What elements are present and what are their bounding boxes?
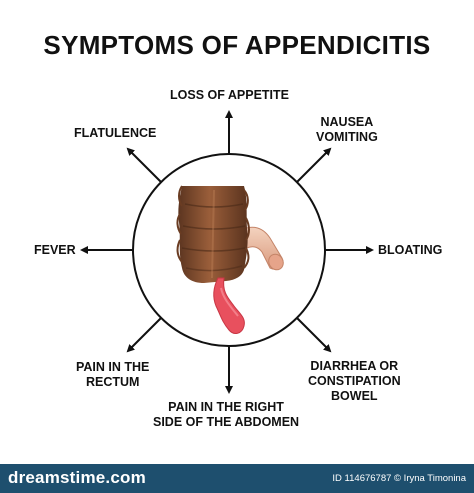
photo-id: ID 114676787 © Iryna Timonina [332, 473, 466, 484]
symptom-pain-right-side: PAIN IN THE RIGHT SIDE OF THE ABDOMEN [153, 400, 300, 429]
symptom-flatulence: FLATULENCE [74, 126, 157, 140]
symptom-bloating: BLOATING [378, 243, 443, 257]
symptom-fever: FEVER [34, 243, 76, 257]
symptom-pain-rectum: PAIN IN THE RECTUM [76, 360, 150, 389]
appendix-illustration [213, 277, 245, 334]
symptom-nausea-vomiting: NAUSEA VOMITING [316, 115, 378, 144]
arrow-icon [296, 317, 332, 353]
arrow-icon [126, 147, 162, 183]
dreamstime-logo: dreamstime.com [8, 468, 146, 488]
page-title: SYMPTOMS OF APPENDICITIS [43, 30, 431, 60]
colon-illustration [176, 185, 250, 283]
brand-text: dreamstime.com [8, 468, 146, 487]
arrow-icon [126, 317, 162, 353]
stock-footer-bar: dreamstime.com ID 114676787 © Iryna Timo… [0, 464, 474, 493]
symptom-loss-of-appetite: LOSS OF APPETITE [170, 88, 289, 102]
symptom-diarrhea-constipation: DIARRHEA OR CONSTIPATION BOWEL [308, 359, 401, 403]
ileum-illustration [237, 226, 284, 271]
arrow-icon [296, 147, 332, 183]
